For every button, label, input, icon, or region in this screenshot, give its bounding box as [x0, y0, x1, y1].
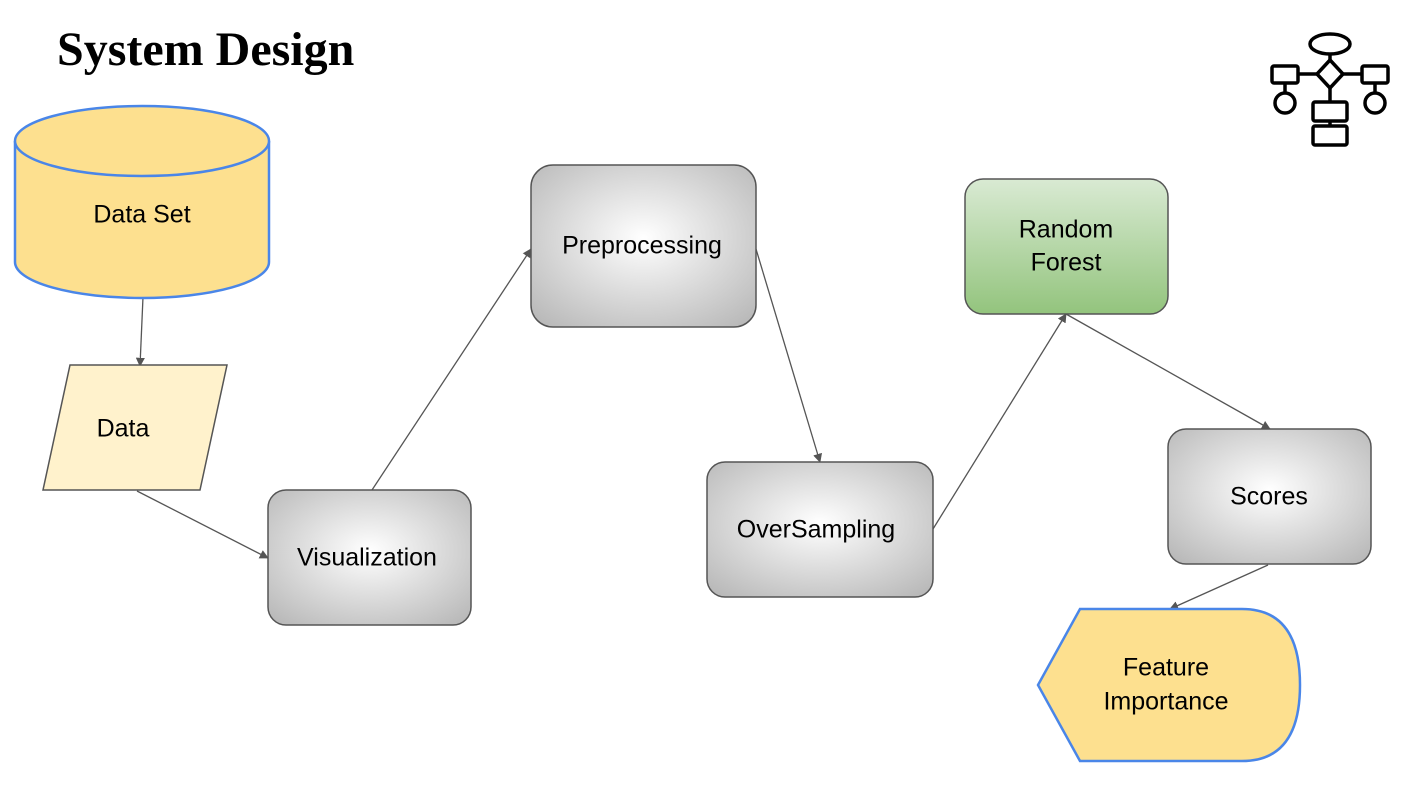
dataset-node: Data Set [13, 104, 271, 300]
dataset-cylinder-top [13, 104, 271, 178]
random-forest-label-line2: Forest [1031, 249, 1102, 277]
scores-node: Scores [1167, 428, 1372, 565]
dataset-cylinder-body [13, 141, 271, 300]
edge-data-to-visualization [136, 490, 269, 559]
visualization-box [267, 489, 472, 626]
feature-importance-label-line2: Importance [1103, 688, 1228, 716]
edge-visualization-to-preprocessing [371, 248, 532, 491]
feature-importance-display-shape [1036, 607, 1302, 763]
data-parallelogram [42, 364, 228, 491]
random-forest-box [964, 178, 1169, 315]
visualization-label: Visualization [297, 544, 437, 572]
preprocessing-label: Preprocessing [562, 232, 722, 260]
edge-dataset-to-data [135, 296, 145, 367]
data-label: Data [97, 415, 150, 443]
edge-preprocessing-to-oversampling [755, 248, 823, 463]
dataset-label: Data Set [93, 201, 190, 229]
random-forest-label-line1: Random [1019, 216, 1114, 244]
slide-title: System Design [57, 23, 355, 76]
oversampling-node: OverSampling [706, 461, 934, 598]
oversampling-label: OverSampling [737, 516, 895, 544]
edge-scores-to-feature-importance [1169, 564, 1269, 610]
visualization-node: Visualization [267, 489, 472, 626]
data-node: Data [42, 364, 228, 491]
edges [135, 248, 1271, 610]
feature-importance-node: Feature Importance [1036, 607, 1302, 763]
scores-box [1167, 428, 1372, 565]
preprocessing-node: Preprocessing [530, 164, 757, 328]
preprocessing-box [530, 164, 757, 328]
feature-importance-label-line1: Feature [1123, 654, 1209, 682]
scores-label: Scores [1230, 483, 1308, 511]
edge-random-forest-to-scores [1065, 313, 1271, 430]
oversampling-box [706, 461, 934, 598]
random-forest-node: Random Forest [964, 178, 1169, 315]
edge-oversampling-to-random-forest [932, 313, 1067, 530]
flowchart-icon [1270, 32, 1390, 147]
